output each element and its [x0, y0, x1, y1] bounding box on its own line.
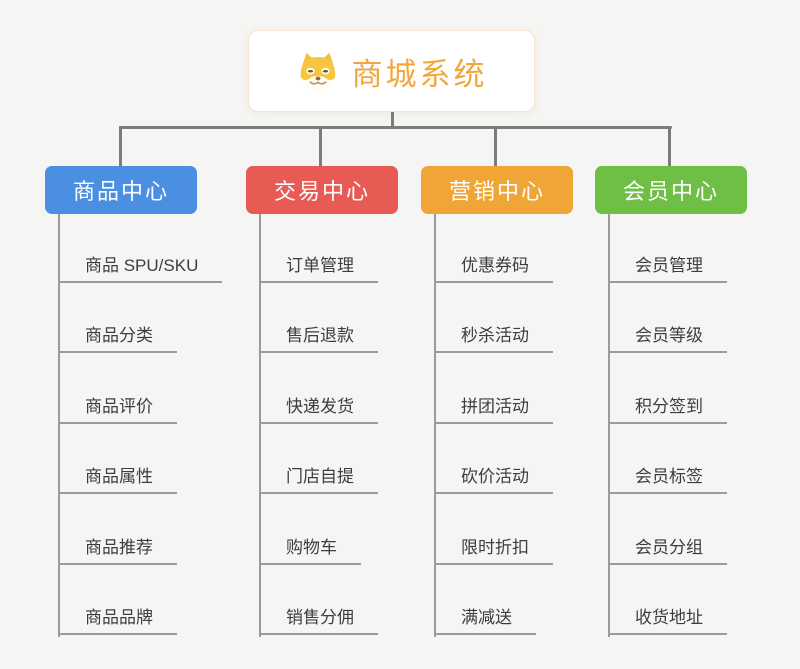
branch-column-product-center: 商品中心 商品 SPU/SKU 商品分类商品评价商品属性商品推荐商品品牌 — [45, 166, 223, 637]
connector-stub-member-center — [668, 126, 671, 167]
leaf-node-trade-center-3[interactable]: 快递发货 — [259, 396, 378, 424]
leaf-node-marketing-center-3[interactable]: 拼团活动 — [434, 396, 553, 424]
leaf-node-member-center-6[interactable]: 收货地址 — [608, 607, 727, 635]
branch-trunk-line — [434, 214, 436, 637]
branch-trunk-line — [608, 214, 610, 637]
root-node-mall-system[interactable]: 商城系统 — [248, 30, 535, 112]
leaf-node-product-center-4[interactable]: 商品属性 — [58, 466, 177, 494]
branch-node-trade-center[interactable]: 交易中心 — [246, 166, 398, 214]
leaf-node-member-center-2[interactable]: 会员等级 — [608, 325, 727, 353]
leaf-node-product-center-2[interactable]: 商品分类 — [58, 325, 177, 353]
branch-column-member-center: 会员中心 会员管理会员等级积分签到会员标签会员分组收货地址 — [595, 166, 747, 637]
branch-trunk-line — [259, 214, 261, 637]
branch-node-marketing-center[interactable]: 营销中心 — [421, 166, 573, 214]
leaf-node-marketing-center-5[interactable]: 限时折扣 — [434, 537, 553, 565]
connector-horizontal-bus — [119, 126, 672, 129]
connector-stub-product-center — [119, 126, 122, 167]
shiba-dog-icon — [296, 51, 340, 92]
branch-column-marketing-center: 营销中心 优惠券码秒杀活动拼团活动砍价活动限时折扣满减送 — [421, 166, 573, 637]
leaf-node-product-center-3[interactable]: 商品评价 — [58, 396, 177, 424]
connector-root-drop — [391, 112, 394, 129]
branch-node-product-center[interactable]: 商品中心 — [45, 166, 197, 214]
leaf-node-marketing-center-1[interactable]: 优惠券码 — [434, 255, 553, 283]
leaf-node-marketing-center-6[interactable]: 满减送 — [434, 607, 536, 635]
leaf-node-marketing-center-2[interactable]: 秒杀活动 — [434, 325, 553, 353]
leaf-node-trade-center-2[interactable]: 售后退款 — [259, 325, 378, 353]
root-title: 商城系统 — [351, 56, 488, 92]
connector-stub-marketing-center — [494, 126, 497, 167]
leaf-node-trade-center-1[interactable]: 订单管理 — [259, 255, 378, 283]
branch-node-member-center[interactable]: 会员中心 — [595, 166, 747, 214]
leaf-node-trade-center-6[interactable]: 销售分佣 — [259, 607, 378, 635]
leaf-node-marketing-center-4[interactable]: 砍价活动 — [434, 466, 553, 494]
branch-trunk-line — [58, 214, 60, 637]
leaf-node-member-center-3[interactable]: 积分签到 — [608, 396, 727, 424]
leaf-node-trade-center-5[interactable]: 购物车 — [259, 537, 361, 565]
leaf-node-member-center-4[interactable]: 会员标签 — [608, 466, 727, 494]
leaf-node-product-center-5[interactable]: 商品推荐 — [58, 537, 177, 565]
leaf-node-member-center-5[interactable]: 会员分组 — [608, 537, 727, 565]
leaf-node-member-center-1[interactable]: 会员管理 — [608, 255, 727, 283]
leaf-node-trade-center-4[interactable]: 门店自提 — [259, 466, 378, 494]
leaf-node-product-center-1[interactable]: 商品 SPU/SKU — [58, 255, 223, 283]
branch-column-trade-center: 交易中心 订单管理售后退款快递发货门店自提购物车销售分佣 — [246, 166, 398, 637]
leaf-node-product-center-6[interactable]: 商品品牌 — [58, 607, 177, 635]
connector-stub-trade-center — [319, 126, 322, 167]
